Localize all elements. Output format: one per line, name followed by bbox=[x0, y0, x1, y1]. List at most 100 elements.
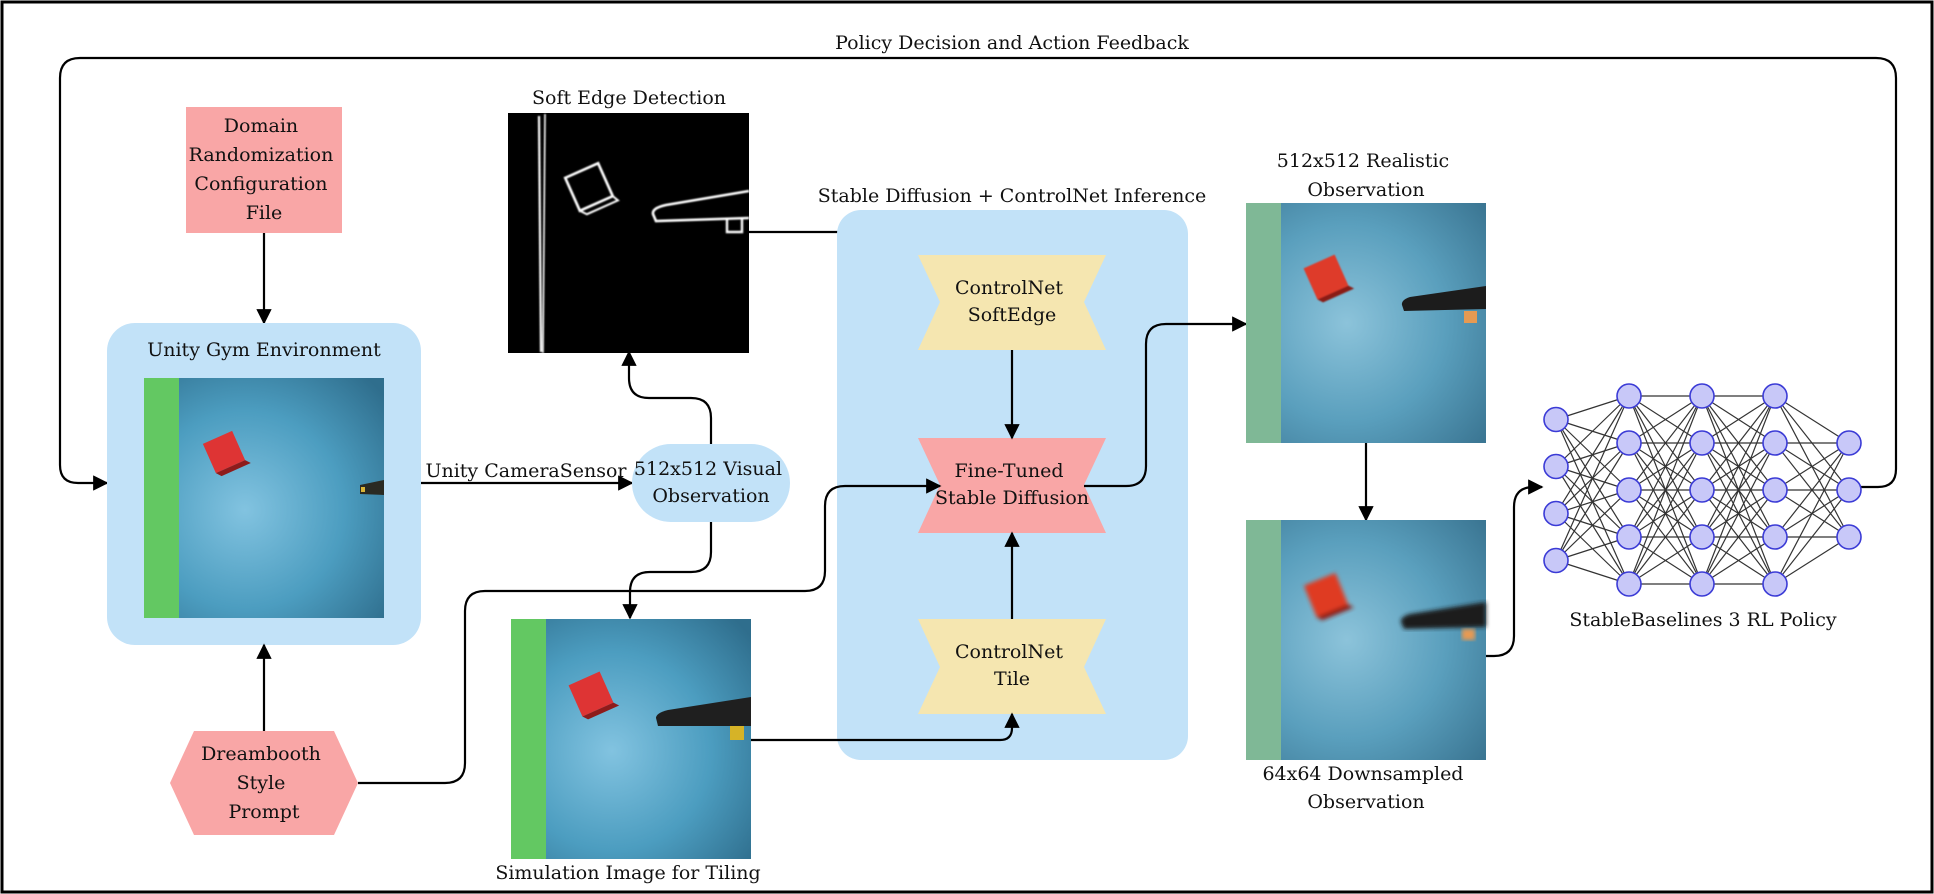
nn-node-l3-0 bbox=[1762, 383, 1788, 409]
nn-edge-l2-3-0 bbox=[1701, 395, 1776, 538]
nn-edge-l1-2-0 bbox=[1628, 395, 1703, 491]
nn-node-l3-2 bbox=[1762, 477, 1788, 503]
cn-tile-line-1: ControlNet bbox=[955, 641, 1063, 663]
downsampled-obs-line-2: Observation bbox=[1307, 791, 1424, 813]
svg-text:ControlNet SoftEdge: ControlNet SoftEdge bbox=[955, 277, 1069, 326]
nn-edge-l3-4-1 bbox=[1774, 489, 1850, 585]
policy-label: StableBaselines 3 RL Policy bbox=[1569, 609, 1837, 631]
realistic-obs-line-2: Observation bbox=[1307, 179, 1424, 201]
nn-node-l3-1 bbox=[1762, 430, 1788, 456]
nn-node-l2-4 bbox=[1689, 571, 1715, 597]
domain-randomization-config-box: Domain Randomization Configuration File bbox=[186, 107, 342, 233]
sim-tile-to-cn-tile-arrow bbox=[751, 712, 1020, 742]
realistic-obs-title: 512x512 Realistic Observation bbox=[1277, 150, 1455, 201]
nn-node-l4-0 bbox=[1836, 430, 1862, 456]
nn-node-l1-2 bbox=[1616, 477, 1642, 503]
nn-edge-l2-1-0 bbox=[1701, 395, 1776, 444]
nn-node-l2-1 bbox=[1689, 430, 1715, 456]
nn-node-l2-0 bbox=[1689, 383, 1715, 409]
nn-edge-l2-2-0 bbox=[1701, 395, 1776, 491]
cn-tile-line-2: Tile bbox=[994, 668, 1030, 690]
obs-to-sim-tile-arrow bbox=[622, 522, 713, 620]
nn-node-l3-4 bbox=[1762, 571, 1788, 597]
domain-rand-line-4: File bbox=[246, 202, 283, 224]
dreambooth-line-2: Style bbox=[237, 772, 286, 794]
nn-node-l1-3 bbox=[1616, 524, 1642, 550]
realistic-obs-line-1: 512x512 Realistic bbox=[1277, 150, 1449, 172]
dreambooth-style-prompt: Dreambooth Style Prompt bbox=[170, 731, 358, 835]
nn-node-l4-2 bbox=[1836, 524, 1862, 550]
cn-softedge-line-1: ControlNet bbox=[955, 277, 1063, 299]
svg-text:Fine-Tuned Stable Diff: Fine-Tuned Stable Diffusion bbox=[935, 460, 1089, 509]
fine-tuned-line-2: Stable Diffusion bbox=[935, 487, 1089, 509]
sim-tile-image bbox=[511, 619, 751, 859]
nn-edge-l1-3-0 bbox=[1628, 395, 1703, 538]
realistic-obs-image bbox=[1246, 203, 1486, 443]
nn-edge-l2-4-0 bbox=[1701, 395, 1776, 585]
svg-text:512x512 Visual Observati: 512x512 Visual Observation bbox=[634, 458, 788, 507]
obs-to-soft-edge-arrow bbox=[621, 350, 713, 444]
visual-obs-line-1: 512x512 Visual bbox=[634, 458, 782, 480]
sd-controlnet-group: Stable Diffusion + ControlNet Inference … bbox=[818, 185, 1207, 760]
controlnet-softedge-block: ControlNet SoftEdge bbox=[918, 255, 1106, 350]
svg-text:Domain Randomization: Domain Randomization Configuration File bbox=[189, 115, 340, 224]
nn-node-l4-1 bbox=[1836, 477, 1862, 503]
feedback-arrow bbox=[58, 56, 1898, 491]
nn-edge-l2-4-1 bbox=[1701, 442, 1776, 585]
nn-edge-l3-2-0 bbox=[1774, 442, 1850, 491]
downsampled-to-policy-arrow bbox=[1486, 479, 1544, 658]
nn-edge-l0-3-1 bbox=[1555, 442, 1630, 561]
domain-rand-line-3: Configuration bbox=[194, 173, 327, 195]
nn-edge-l0-1-0 bbox=[1555, 395, 1630, 467]
soft-edge-image bbox=[508, 113, 750, 354]
domain-rand-line-1: Domain bbox=[224, 115, 298, 137]
nn-edge-l0-2-0 bbox=[1555, 395, 1630, 514]
nn-edge-l1-4-1 bbox=[1628, 442, 1703, 585]
nn-node-l3-3 bbox=[1762, 524, 1788, 550]
nn-edge-l1-1-0 bbox=[1628, 395, 1703, 444]
nn-node-l1-0 bbox=[1616, 383, 1642, 409]
downsampled-obs-title: 64x64 Downsampled Observation bbox=[1262, 763, 1469, 813]
nn-node-l0-2 bbox=[1543, 500, 1569, 527]
controlnet-tile-block: ControlNet Tile bbox=[918, 619, 1106, 714]
sd-to-realistic-arrow bbox=[1084, 316, 1248, 488]
nn-edge-l1-4-3 bbox=[1628, 536, 1703, 585]
cn-softedge-line-2: SoftEdge bbox=[968, 304, 1057, 326]
nn-edge-l2-4-3 bbox=[1701, 536, 1776, 585]
rl-policy-network bbox=[1543, 383, 1862, 597]
sd-group-title: Stable Diffusion + ControlNet Inference bbox=[818, 185, 1207, 207]
visual-obs-line-2: Observation bbox=[652, 485, 769, 507]
nn-edge-l3-0-0 bbox=[1774, 395, 1850, 444]
unity-gym-environment: Unity Gym Environment bbox=[107, 323, 421, 645]
unity-sim-image bbox=[144, 378, 384, 618]
domain-rand-line-2: Randomization bbox=[189, 144, 334, 166]
nn-edge-l3-4-0 bbox=[1774, 442, 1850, 585]
svg-text:ControlNet Tile: ControlNet Tile bbox=[955, 641, 1069, 690]
downsampled-obs-line-1: 64x64 Downsampled bbox=[1262, 763, 1463, 785]
nn-node-l1-1 bbox=[1616, 430, 1642, 456]
fine-tuned-sd-block: Fine-Tuned Stable Diffusion bbox=[918, 438, 1106, 533]
downsampled-obs-image bbox=[1246, 520, 1486, 760]
nn-edge-l1-4-2 bbox=[1628, 489, 1703, 585]
nn-edge-l2-4-2 bbox=[1701, 489, 1776, 585]
nn-node-l0-3 bbox=[1543, 547, 1569, 574]
feedback-label: Policy Decision and Action Feedback bbox=[835, 32, 1189, 54]
nn-edge-l1-4-0 bbox=[1628, 395, 1703, 585]
visual-observation-node: 512x512 Visual Observation bbox=[632, 444, 790, 522]
nn-node-l2-3 bbox=[1689, 524, 1715, 550]
dreambooth-line-3: Prompt bbox=[228, 801, 299, 823]
camera-sensor-label: Unity CameraSensor bbox=[425, 460, 627, 482]
nn-node-l0-0 bbox=[1543, 406, 1569, 433]
nn-edge-l0-3-0 bbox=[1555, 395, 1630, 561]
nn-node-l2-2 bbox=[1689, 477, 1715, 503]
sim-tile-title: Simulation Image for Tiling bbox=[495, 862, 760, 884]
fine-tuned-line-1: Fine-Tuned bbox=[954, 460, 1063, 482]
nn-edge-l3-4-2 bbox=[1774, 536, 1850, 585]
nn-node-l0-1 bbox=[1543, 453, 1569, 480]
soft-edge-title: Soft Edge Detection bbox=[532, 87, 726, 109]
prompt-to-sd-arrow bbox=[358, 478, 942, 785]
dreambooth-line-1: Dreambooth bbox=[201, 743, 321, 765]
svg-text:Dreambooth Style P: Dreambooth Style Prompt bbox=[201, 743, 327, 823]
nn-edge-l3-3-0 bbox=[1774, 442, 1850, 538]
